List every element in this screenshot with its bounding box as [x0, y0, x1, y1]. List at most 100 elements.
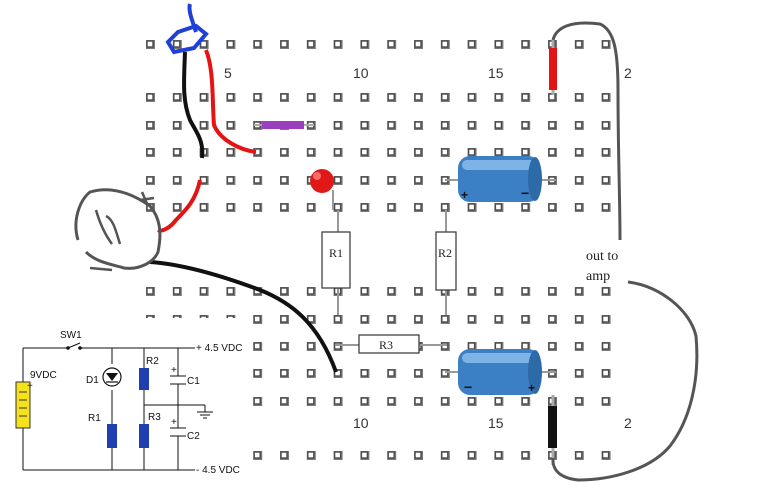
- breadboard-hole: [360, 287, 369, 295]
- breadboard-hole: [575, 176, 583, 184]
- breadboard-hole: [467, 148, 476, 156]
- breadboard-hole: [441, 93, 449, 101]
- breadboard-hole: [467, 40, 476, 48]
- breadboard-hole: [575, 121, 583, 129]
- breadboard-hole: [280, 203, 288, 211]
- breadboard-hole: [360, 148, 369, 156]
- breadboard-hole: [333, 369, 342, 377]
- breadboard-hole: [387, 121, 395, 129]
- breadboard-hole: [494, 148, 503, 156]
- breadboard-hole: [521, 40, 529, 48]
- purple-jumper-wire: [262, 121, 304, 129]
- column-number-20-partial: 2: [624, 65, 632, 81]
- breadboard-hole: [146, 176, 154, 184]
- capacitor-bottom: − +: [445, 349, 556, 395]
- breadboard-hole: [226, 203, 235, 211]
- schematic-d1-label: D1: [86, 375, 99, 386]
- schematic-battery-plus: +: [27, 381, 33, 392]
- breadboard-hole: [199, 176, 208, 184]
- grey-output-wire-bottom: [551, 280, 699, 482]
- breadboard-hole: [387, 203, 395, 211]
- breadboard-hole: [494, 40, 503, 48]
- breadboard-hole: [601, 315, 610, 323]
- resistor-r3: [358, 334, 420, 354]
- breadboard-hole: [467, 315, 476, 323]
- breadboard-hole: [467, 93, 476, 101]
- breadboard-hole: [467, 287, 476, 295]
- breadboard-hole: [333, 176, 342, 184]
- breadboard-hole: [601, 148, 610, 156]
- breadboard-hole: [173, 176, 181, 184]
- breadboard-hole: [226, 93, 235, 101]
- breadboard-hole: [575, 287, 583, 295]
- breadboard-hole: [280, 315, 288, 323]
- breadboard-hole: [467, 342, 476, 350]
- breadboard-hole: [307, 148, 315, 156]
- breadboard-hole: [333, 451, 342, 459]
- breadboard-hole: [601, 287, 610, 295]
- breadboard-hole: [307, 315, 315, 323]
- capacitor-bottom-plus: +: [528, 381, 535, 395]
- battery-scribble-dash: [89, 266, 113, 272]
- schematic-c2-plus: +: [171, 417, 177, 428]
- column-number-15: 15: [488, 65, 504, 81]
- red-wire-top: [204, 49, 257, 154]
- breadboard-hole: [226, 148, 235, 156]
- grey-output-wire-top: [551, 21, 622, 241]
- breadboard-hole: [548, 342, 556, 350]
- breadboard-hole: [253, 342, 261, 350]
- black-wire-bottom: [149, 260, 338, 373]
- breadboard-hole: [521, 203, 529, 211]
- schematic-inset: SW1 + 4.5 VDC - 4.5 VDC 9VDC + D1 R1 R2 …: [0, 318, 252, 485]
- breadboard-hole: [280, 176, 288, 184]
- breadboard-hole: [575, 342, 583, 350]
- capacitor-top-minus: −: [521, 185, 529, 201]
- breadboard-hole: [441, 121, 449, 129]
- breadboard-hole: [307, 342, 315, 350]
- breadboard-hole: [575, 93, 583, 101]
- breadboard-hole: [360, 451, 369, 459]
- schematic-switch-contact-a: [66, 346, 70, 350]
- breadboard-hole: [146, 40, 154, 48]
- breadboard-hole: [387, 40, 395, 48]
- breadboard-hole: [441, 148, 449, 156]
- breadboard-hole: [199, 40, 208, 48]
- breadboard-hole: [226, 40, 235, 48]
- resistor-r1: [321, 231, 351, 289]
- schematic-r2: [139, 368, 149, 390]
- breadboard-hole: [360, 315, 369, 323]
- blue-wire-tail: [187, 3, 198, 33]
- breadboard-hole: [253, 40, 261, 48]
- breadboard-hole: [414, 369, 422, 377]
- schematic-wires: [22, 342, 213, 471]
- breadboard-hole: [601, 93, 610, 101]
- breadboard-hole: [173, 40, 181, 48]
- breadboard-hole: [414, 287, 422, 295]
- breadboard-hole: [253, 176, 261, 184]
- breadboard-hole: [280, 397, 288, 405]
- breadboard-hole: [387, 397, 395, 405]
- schematic-r3: [139, 424, 149, 448]
- breadboard-hole: [494, 93, 503, 101]
- breadboard-hole: [253, 203, 261, 211]
- breadboard-hole: [414, 176, 422, 184]
- schematic-led-triangle: [106, 373, 118, 381]
- schematic-battery-label: 9VDC: [30, 370, 57, 381]
- capacitor-top-plus: +: [461, 188, 468, 202]
- breadboard-hole: [575, 315, 583, 323]
- breadboard-hole: [199, 121, 208, 129]
- breadboard-hole: [333, 121, 342, 129]
- breadboard-hole: [467, 121, 476, 129]
- column-number-10: 10: [353, 65, 369, 81]
- breadboard-hole: [441, 451, 449, 459]
- column-number-10-bottom: 10: [353, 415, 369, 431]
- breadboard-hole: [280, 148, 288, 156]
- breadboard-hole: [253, 397, 261, 405]
- breadboard-hole: [333, 315, 342, 323]
- led: [310, 169, 334, 193]
- column-number-20-bottom-partial: 2: [624, 415, 632, 431]
- breadboard-hole: [146, 121, 154, 129]
- red-jumper-wire: [549, 48, 557, 90]
- breadboard-hole: [601, 40, 610, 48]
